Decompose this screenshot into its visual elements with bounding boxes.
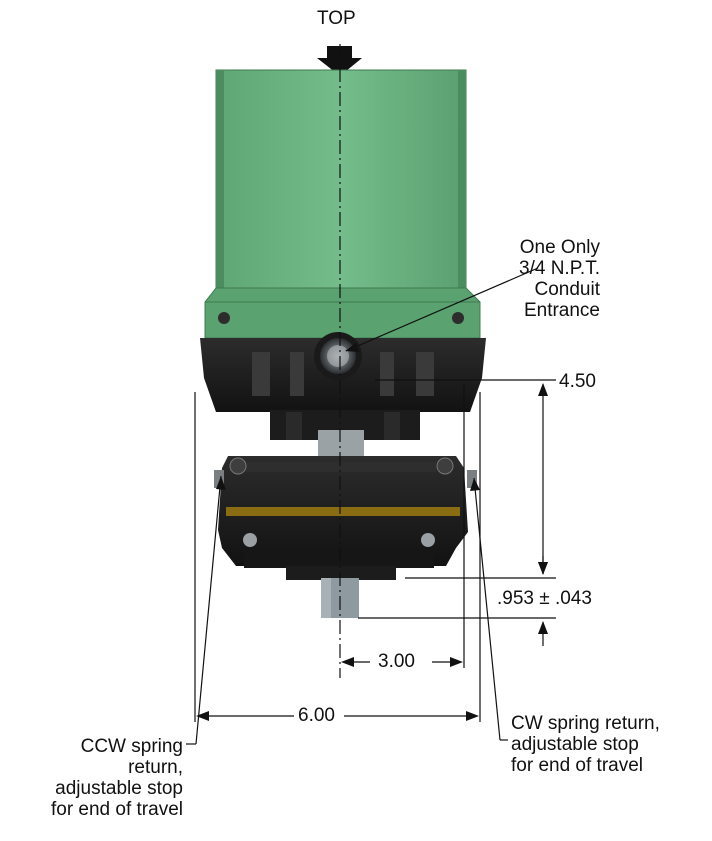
green-housing bbox=[204, 69, 481, 339]
ccw-label-line-3: adjustable stop bbox=[55, 778, 183, 799]
conduit-label-line-1: One Only bbox=[519, 237, 600, 258]
ccw-label-line-2: return, bbox=[128, 757, 183, 778]
conduit-label-line-4: Entrance bbox=[523, 300, 600, 321]
ccw-label-line-4: for end of travel bbox=[50, 799, 183, 820]
top-label: TOP bbox=[317, 8, 356, 29]
dimension-full-width: 6.00 bbox=[298, 705, 335, 726]
dimension-height: 4.50 bbox=[559, 371, 596, 392]
top-arrow-icon bbox=[317, 46, 362, 76]
cw-label-line-2: adjustable stop bbox=[511, 734, 639, 755]
spring-module bbox=[214, 456, 477, 580]
cw-label-line-3: for end of travel bbox=[511, 755, 644, 776]
conduit-label-line-2: 3/4 N.P.T. bbox=[519, 258, 600, 279]
cw-label-line-1: CW spring return, bbox=[511, 713, 660, 734]
conduit-port bbox=[314, 332, 362, 380]
dimension-shaft-offset: .953 ± .043 bbox=[497, 588, 592, 609]
dimension-half-width: 3.00 bbox=[378, 651, 415, 672]
conduit-label-line-3: Conduit bbox=[534, 279, 601, 300]
arrowheads bbox=[196, 343, 548, 721]
ccw-label-line-1: CCW spring bbox=[80, 736, 183, 757]
